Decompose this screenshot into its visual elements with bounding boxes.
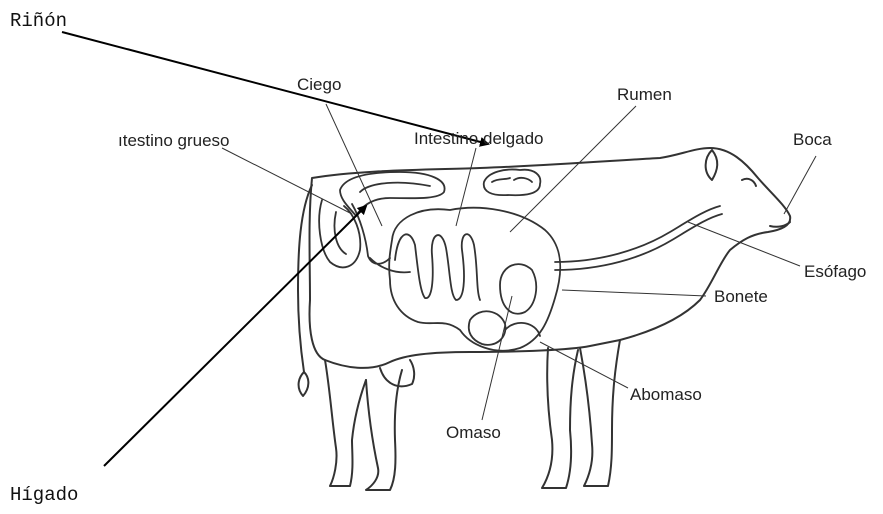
cow-body-outline: [298, 148, 790, 490]
label-intestino-grueso: ıtestino grueso: [118, 132, 230, 149]
label-intestino-delgado: Intestino delgado: [414, 130, 544, 147]
callout-arrows: [62, 32, 488, 466]
label-higado: Hígado: [10, 486, 78, 505]
label-omaso: Omaso: [446, 424, 501, 441]
boca-leader: [784, 156, 816, 214]
label-boca: Boca: [793, 131, 832, 148]
abomaso-leader: [540, 342, 628, 388]
rinon-arrow: [62, 32, 488, 144]
rumen-leader: [510, 106, 636, 232]
bonete-leader: [562, 290, 706, 296]
intestino-delgado-leader: [456, 148, 476, 226]
label-rinon: Riñón: [10, 12, 67, 31]
digestive-organs: [319, 170, 722, 351]
intestino-grueso-leader: [222, 148, 352, 214]
label-bonete: Bonete: [714, 288, 768, 305]
label-rumen: Rumen: [617, 86, 672, 103]
label-esofago: Esófago: [804, 263, 866, 280]
higado-arrow: [104, 206, 366, 466]
label-abomaso: Abomaso: [630, 386, 702, 403]
label-ciego: Ciego: [297, 76, 341, 93]
